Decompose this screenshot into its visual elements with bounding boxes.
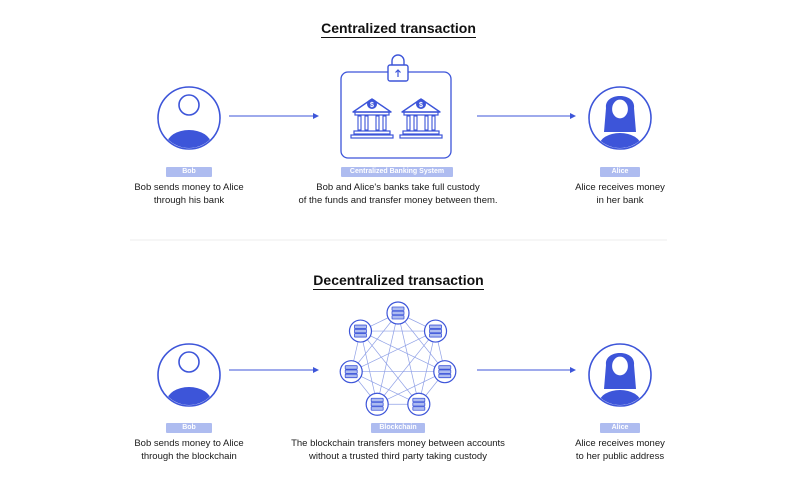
bob-desc-centralized: Bob sends money to Alice through his ban…	[134, 182, 244, 206]
bob-avatar-centralized	[157, 86, 221, 150]
system-tag-decentralized: Blockchain	[371, 423, 425, 433]
padlock-icon	[387, 54, 409, 82]
network-link	[351, 330, 436, 372]
dollar-icon: $	[416, 99, 426, 109]
blockchain-network	[339, 301, 457, 416]
person-icon	[599, 353, 641, 405]
centralized-title: Centralized transaction	[321, 20, 476, 38]
alice-desc-centralized: Alice receives money in her bank	[575, 182, 665, 206]
svg-text:$: $	[419, 102, 423, 109]
bob-desc-decentralized: Bob sends money to Alice through the blo…	[134, 438, 244, 462]
network-link	[360, 330, 420, 405]
network-link	[360, 330, 445, 372]
decentralized-title: Decentralized transaction	[313, 272, 484, 290]
alice-avatar-decentralized	[588, 343, 652, 407]
network-link	[360, 330, 378, 405]
centralized-banking-system: $ $	[340, 54, 452, 159]
network-link	[351, 371, 419, 405]
network-link	[397, 312, 446, 372]
server-icon	[423, 319, 448, 343]
server-icon	[365, 392, 389, 416]
network-link	[350, 312, 399, 372]
person-icon	[167, 130, 211, 148]
server-icon	[348, 319, 373, 343]
network-link	[397, 312, 420, 405]
server-icon	[407, 392, 431, 416]
server-icon	[386, 301, 410, 325]
server-icon	[433, 360, 457, 384]
system-desc-centralized: Bob and Alice's banks take full custody …	[298, 182, 498, 206]
bob-tag-centralized: Bob	[166, 167, 212, 177]
dollar-icon: $	[367, 99, 377, 109]
person-icon	[167, 387, 211, 405]
system-tag-centralized: Centralized Banking System	[341, 167, 453, 177]
system-desc-decentralized: The blockchain transfers money between a…	[291, 438, 505, 462]
network-link	[377, 371, 445, 405]
network-link	[376, 330, 436, 405]
alice-desc-decentralized: Alice receives money to her public addre…	[575, 438, 665, 462]
bob-avatar-decentralized	[157, 343, 221, 407]
alice-tag-centralized: Alice	[600, 167, 640, 177]
alice-tag-decentralized: Alice	[600, 423, 640, 433]
bob-tag-decentralized: Bob	[166, 423, 212, 433]
alice-avatar-centralized	[588, 86, 652, 150]
server-icon	[339, 360, 363, 384]
person-icon	[599, 96, 641, 148]
network-link	[418, 330, 436, 405]
network-link	[376, 312, 399, 405]
svg-text:$: $	[370, 102, 374, 109]
